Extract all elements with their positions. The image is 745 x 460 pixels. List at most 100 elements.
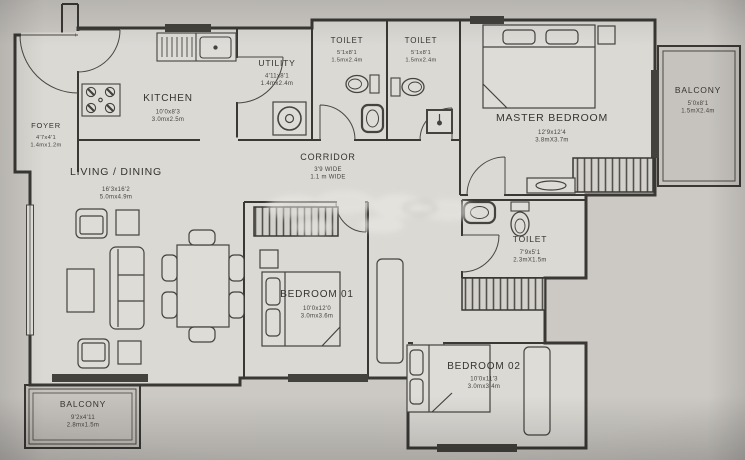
bed-fold bbox=[482, 83, 508, 109]
master-wardrobe bbox=[572, 157, 654, 193]
master-balcony-door bbox=[651, 70, 659, 158]
bedroom-01-label: BEDROOM 01 bbox=[280, 289, 354, 300]
dresser bbox=[526, 177, 576, 194]
dining-chair bbox=[228, 254, 245, 282]
nightstand bbox=[597, 25, 616, 45]
toilet-3-label: TOILET bbox=[513, 234, 547, 244]
living-dining-label: LIVING / DINING bbox=[70, 166, 162, 178]
master-bedroom-furniture bbox=[482, 24, 616, 194]
balcony-bottom-dims-m: 2.8mx1.5m bbox=[67, 423, 99, 429]
toilet-1-wc bbox=[345, 74, 369, 94]
pillow bbox=[409, 378, 424, 405]
living-dining-dims-ft: 16'3x16'2 bbox=[102, 187, 130, 193]
pillow bbox=[545, 29, 579, 45]
pillow bbox=[265, 277, 281, 306]
watermark bbox=[267, 190, 474, 235]
kitchen-dims-m: 3.0mx2.5m bbox=[152, 117, 184, 123]
master-bedroom-dims-m: 3.8mX3.7m bbox=[535, 138, 568, 144]
toilet-1-washbasin bbox=[360, 103, 385, 134]
dining-table bbox=[176, 244, 230, 328]
bedroom-02-dims-ft: 10'0x11'3 bbox=[470, 377, 498, 383]
dining-set bbox=[161, 229, 245, 343]
toilet-1-dims-ft: 5'1x8'1 bbox=[337, 50, 357, 56]
balcony-bottom-dims-ft: 9'2x4'11 bbox=[71, 415, 95, 421]
pillow bbox=[409, 349, 424, 376]
toilet-3-fixtures bbox=[462, 200, 530, 237]
nightstand bbox=[259, 249, 279, 269]
toilet-1-cistern bbox=[369, 74, 380, 94]
foyer-label: FOYER bbox=[31, 121, 61, 130]
toilet-3-door-arc bbox=[461, 234, 500, 273]
corridor-label: CORRIDOR bbox=[300, 152, 355, 162]
kitchen-door-arc bbox=[77, 29, 121, 73]
entry-door-arc bbox=[19, 34, 79, 94]
utility-dims-ft: 4'11x8'1 bbox=[265, 74, 289, 80]
living-dining-dims-m: 5.0mx4.9m bbox=[100, 195, 132, 201]
kitchen-label: KITCHEN bbox=[143, 93, 193, 104]
bedroom-02-closet bbox=[523, 346, 551, 436]
toilet-2-fixtures bbox=[390, 77, 453, 134]
room-labels: FOYER 4'7x4'1 1.4mx1.2m KITCHEN 10'0x8'3… bbox=[30, 36, 721, 429]
bed-fold bbox=[431, 392, 453, 413]
kitchen-fixtures bbox=[81, 32, 237, 117]
bedroom-02-furniture bbox=[406, 344, 551, 436]
utility-fixtures bbox=[272, 101, 307, 136]
toilet-2-dims-ft: 5'1x8'1 bbox=[411, 50, 431, 56]
toilet-1-door-arc bbox=[319, 104, 356, 141]
living-balcony-door bbox=[52, 374, 148, 382]
bedroom-01-dims-m: 3.0mx3.6m bbox=[301, 314, 333, 320]
toilet-2-wc bbox=[401, 77, 425, 97]
toilet-2-dims-m: 1.5mx2.4m bbox=[405, 58, 436, 64]
utility-dims-m: 1.4mx2.4m bbox=[261, 81, 293, 87]
utility-door-arc bbox=[236, 56, 284, 104]
toilet-3-wc bbox=[510, 211, 530, 237]
passage-cabinet bbox=[376, 258, 404, 364]
toilet-2-label: TOILET bbox=[405, 36, 438, 45]
pillow bbox=[265, 308, 281, 337]
dining-chair bbox=[188, 229, 216, 246]
stove bbox=[81, 83, 121, 117]
foyer-dims-ft: 4'7x4'1 bbox=[36, 135, 56, 141]
side-table bbox=[115, 209, 140, 236]
living-furniture bbox=[66, 208, 245, 369]
corridor-dims-ft: 3'9 WIDE bbox=[314, 167, 342, 173]
master-bed bbox=[482, 24, 596, 109]
bedroom-02-label: BEDROOM 02 bbox=[447, 361, 521, 372]
dining-chair bbox=[161, 291, 178, 319]
coffee-table bbox=[66, 268, 95, 313]
toilet-3-wardrobe bbox=[461, 277, 546, 311]
master-door-arc bbox=[466, 156, 506, 196]
master-bedroom-dims-ft: 12'9x12'4 bbox=[538, 130, 566, 136]
balcony-bottom-label: BALCONY bbox=[60, 399, 106, 409]
master-bedroom-window-top bbox=[470, 16, 504, 24]
bed-fold bbox=[321, 326, 341, 347]
balcony-top-dims-m: 1.5mX2.4m bbox=[681, 109, 714, 115]
bedroom-02-window bbox=[437, 444, 517, 452]
bedroom-01-window bbox=[288, 374, 368, 382]
kitchen-dims-ft: 10'0x8'3 bbox=[156, 110, 181, 116]
dining-chair bbox=[161, 254, 178, 282]
side-table bbox=[117, 340, 142, 365]
bedroom-01-furniture bbox=[259, 249, 404, 364]
toilet-3-cistern bbox=[510, 201, 530, 212]
balcony-top-dims-ft: 5'0x8'1 bbox=[688, 101, 709, 107]
toilet-1-fixtures bbox=[345, 74, 385, 134]
toilet-1-dims-m: 1.5mx2.4m bbox=[331, 58, 362, 64]
bedroom-02-bed bbox=[406, 344, 491, 413]
toilet-3-dims-m: 2.3mX1.5m bbox=[513, 258, 546, 264]
windows bbox=[26, 16, 659, 452]
foyer-dims-m: 1.4mx1.2m bbox=[30, 143, 61, 149]
drainboard-hatch bbox=[161, 37, 193, 57]
toilet-2-cistern bbox=[390, 77, 401, 97]
corridor-dims-m: 1.1 m WIDE bbox=[310, 175, 345, 181]
balcony-top-right bbox=[657, 45, 741, 187]
armchair bbox=[75, 208, 108, 239]
master-bedroom-label: MASTER BEDROOM bbox=[496, 112, 608, 124]
balcony-top-label: BALCONY bbox=[675, 85, 721, 95]
dining-chair bbox=[188, 326, 216, 343]
armchair bbox=[77, 338, 110, 369]
kitchen-window bbox=[165, 24, 211, 32]
toilet-1-label: TOILET bbox=[331, 36, 364, 45]
pillow bbox=[502, 29, 536, 45]
